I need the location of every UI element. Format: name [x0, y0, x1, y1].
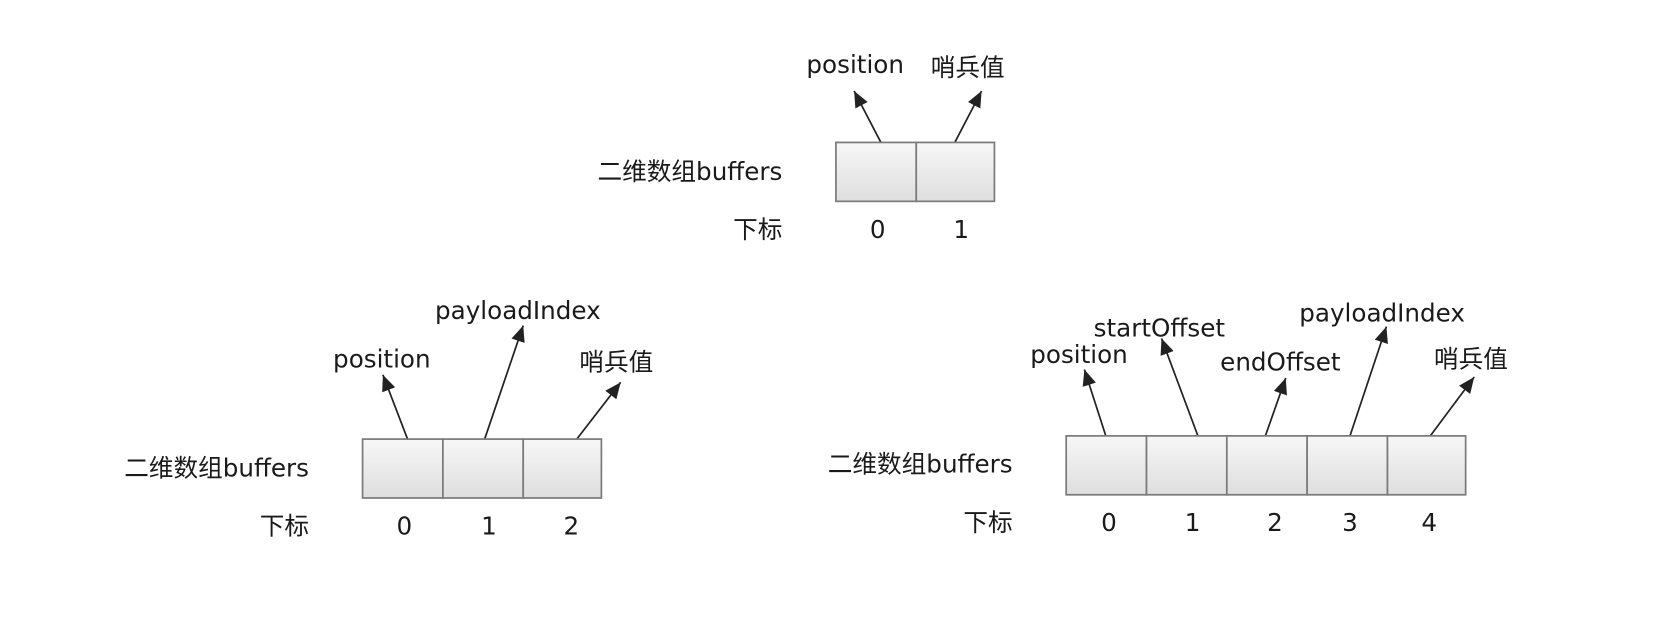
index-number: 3 — [1342, 508, 1358, 537]
index-number: 1 — [481, 511, 497, 540]
pointer-label-position: position — [806, 50, 904, 79]
pointer-arrow — [954, 90, 983, 143]
index-number: 0 — [397, 511, 413, 540]
pointer-label-payload-index: payloadIndex — [1299, 298, 1465, 327]
array-cell — [1225, 435, 1309, 496]
pointer-label-start-offset: startOffset — [1094, 313, 1226, 342]
pointer-arrow — [1160, 338, 1199, 437]
array-cell — [522, 438, 603, 499]
array-row-label: 二维数组buffers — [828, 449, 1013, 478]
pointer-label-sentinel: 哨兵值 — [579, 348, 653, 377]
pointer-label-position: position — [1030, 340, 1128, 369]
array-cell — [1065, 435, 1148, 496]
pointer-label-payload-index: payloadIndex — [435, 296, 601, 325]
array-cell — [1386, 435, 1467, 496]
array-cell — [442, 438, 525, 499]
index-number: 2 — [564, 511, 580, 540]
pointer-arrow — [1429, 376, 1475, 437]
pointer-arrow — [576, 381, 622, 440]
diagram-two-slots: position 哨兵值 二维数组buffers 下标 0 1 — [598, 50, 1005, 244]
pointer-arrow — [483, 325, 525, 440]
array-cell — [915, 141, 996, 203]
pointer-arrow — [853, 90, 882, 143]
array-cell — [1306, 435, 1389, 496]
pointer-arrow — [1264, 377, 1287, 437]
diagram-five-slots: position startOffset endOffset payloadIn… — [828, 298, 1508, 537]
pointer-label-sentinel: 哨兵值 — [931, 53, 1005, 82]
array-cell — [1145, 435, 1228, 496]
array-cell — [835, 141, 918, 203]
array-row-label: 二维数组buffers — [124, 454, 309, 483]
pointer-label-position: position — [333, 344, 431, 373]
index-row-label: 下标 — [733, 215, 782, 244]
index-row-label: 下标 — [963, 508, 1012, 537]
index-number: 0 — [1101, 508, 1117, 537]
pointer-label-end-offset: endOffset — [1220, 348, 1341, 377]
pointer-label-sentinel: 哨兵值 — [1434, 344, 1508, 373]
array-cell — [361, 438, 444, 499]
index-number: 1 — [1185, 508, 1201, 537]
index-number: 4 — [1421, 508, 1437, 537]
index-number: 1 — [953, 215, 969, 244]
index-number: 0 — [870, 215, 886, 244]
diagram-three-slots: position payloadIndex 哨兵值 二维数组buffers 下标… — [124, 296, 653, 540]
index-number: 2 — [1267, 508, 1283, 537]
pointer-arrow — [1348, 326, 1388, 440]
array-row-label: 二维数组buffers — [598, 157, 783, 186]
index-row-label: 下标 — [260, 511, 309, 540]
pointer-arrow — [382, 374, 409, 440]
pointer-arrow — [1082, 369, 1107, 437]
